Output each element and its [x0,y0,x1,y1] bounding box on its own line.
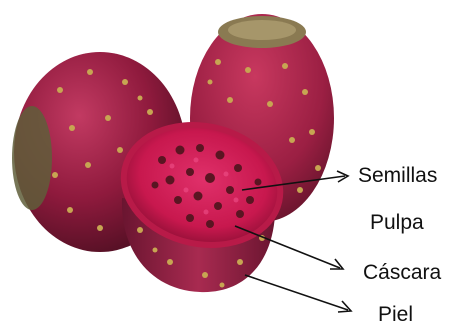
label-seeds: Semillas [358,165,437,186]
label-skin: Piel [378,304,413,325]
label-pulp: Pulpa [370,212,424,233]
arrow-piel [245,275,348,310]
label-rind: Cáscara [363,262,441,283]
